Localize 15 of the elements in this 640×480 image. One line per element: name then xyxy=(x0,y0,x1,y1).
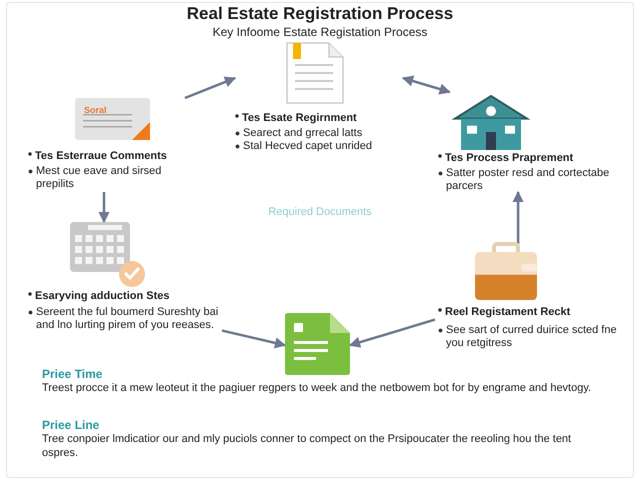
paragraph: Treest procce it a mew leoteut it the pagiuer regpers to week and the netbowem bot for by engrame and hevtogy. xyxy=(42,381,592,395)
arrow xyxy=(184,76,236,100)
arrow xyxy=(98,192,110,224)
paragraph: Tree conpoier lmdicatior our and mly puciols conner to compect on the Prsipoucater the reeoling hou the tent ospres. xyxy=(42,432,572,460)
section-heading: Priee Time xyxy=(42,367,104,381)
section-heading: Required Documents xyxy=(267,205,373,219)
arrow xyxy=(222,329,286,348)
section-heading: Priee Line xyxy=(42,418,100,432)
title: Real Estate Registration Process xyxy=(186,4,454,24)
arrow xyxy=(402,76,451,94)
subtitle: Key Infoome Estate Registation Process xyxy=(212,25,428,39)
arrow xyxy=(512,190,524,244)
arrow xyxy=(348,318,436,348)
step-description: Satter poster resd and cortectabe parcers xyxy=(438,167,611,193)
card-label: Soral xyxy=(84,104,108,117)
